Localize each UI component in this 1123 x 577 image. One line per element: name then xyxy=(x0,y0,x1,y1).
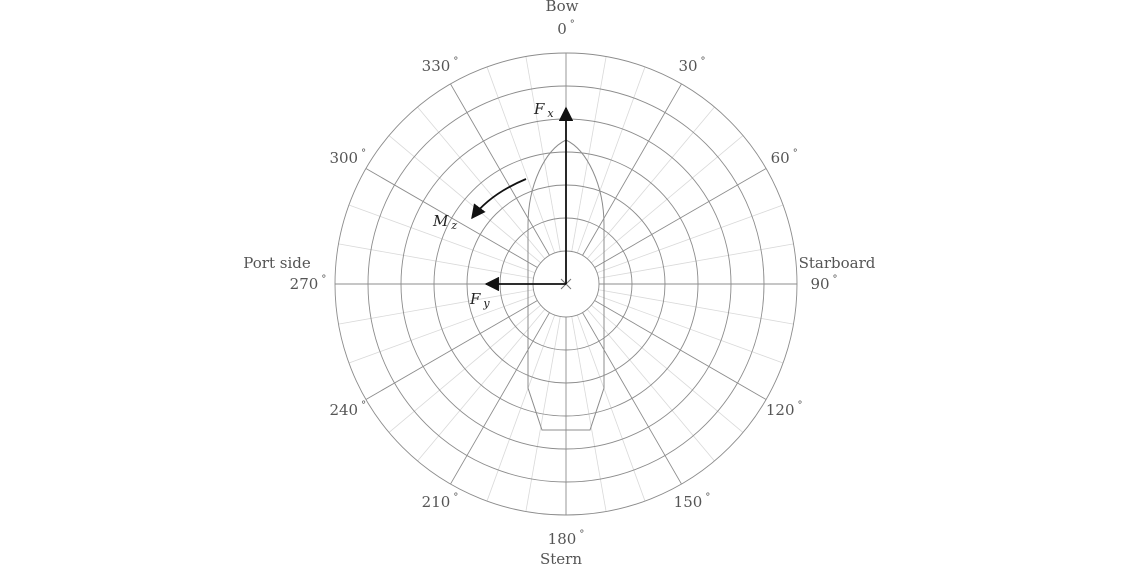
stern-label: Stern xyxy=(540,550,582,568)
angle-label: 210° xyxy=(422,492,459,511)
starboard-label: Starboard xyxy=(799,254,876,272)
angle-label: 90° xyxy=(810,274,837,293)
angle-label: 60° xyxy=(771,148,798,167)
port-side-label: Port side xyxy=(243,254,311,272)
ship-hull-outline xyxy=(527,139,605,431)
angle-label: 240° xyxy=(329,400,366,419)
angle-label: 150° xyxy=(674,492,711,511)
angle-labels: 0° 30° 60° 90° 120° 150° 180° 210° 240° 270° 300° 3… xyxy=(290,19,838,548)
grid-ring xyxy=(367,85,765,483)
mz-moment-arrow xyxy=(471,178,527,220)
bow-label: Bow xyxy=(546,0,579,15)
angle-label: 300° xyxy=(329,148,366,167)
angle-label: 330° xyxy=(422,56,459,75)
angle-label: 180° xyxy=(548,529,585,548)
angle-label: 0° xyxy=(557,19,575,38)
grid-ring xyxy=(334,52,798,516)
angle-label: 270° xyxy=(290,274,327,293)
angle-label: 30° xyxy=(678,56,705,75)
angle-label: 120° xyxy=(766,400,803,419)
